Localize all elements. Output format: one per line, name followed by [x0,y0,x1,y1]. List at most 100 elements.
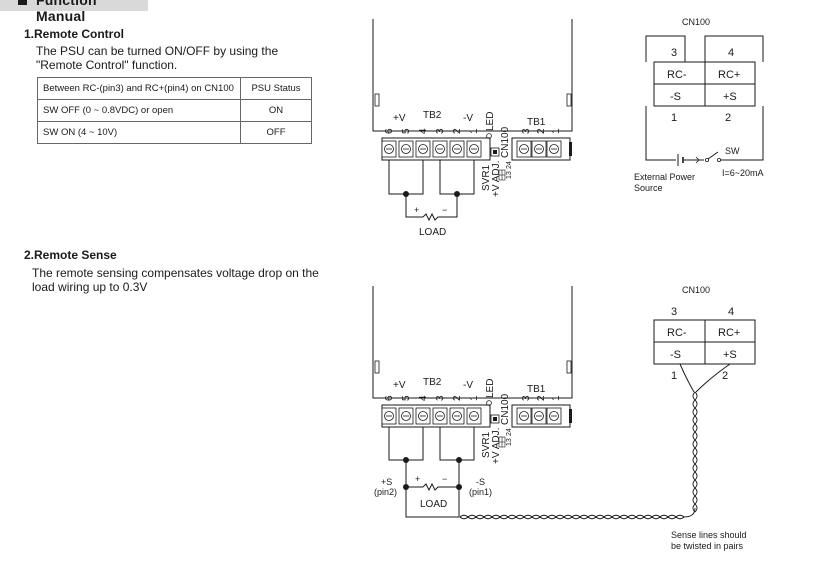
load-plus-label: + [415,474,420,484]
junction-dot [403,191,409,197]
tb2-pin-label: 5 [401,128,412,134]
junction-dot [456,484,462,490]
tb2-pin-label: 6 [384,128,395,134]
load-label: LOAD [420,499,447,510]
neg-v-label: -V [463,113,473,124]
pin-3-label: 3 [671,47,677,59]
load-minus-label: − [442,474,447,484]
rc-minus-cell: RC- [667,327,687,339]
pin-4-label: 4 [728,306,734,318]
tb1-pin-label: 3 [521,128,532,134]
psu-diagram-1: +V TB2 -V TB1 6 5 4 3 2 1 LED CN100 SVR1… [372,18,573,238]
tb1-screw-1 [546,140,562,158]
tb2-pin-label: 1 [469,128,480,134]
table-cell: SW ON (4 ~ 10V) [37,121,241,144]
svr1-label: SVR1 [481,431,492,458]
pin-2-label: 2 [725,112,731,124]
remote-control-table: Between RC-(pin3) and RC+(pin4) on CN100… [37,77,312,144]
rc-plus-cell: RC+ [718,327,740,339]
remote-control-desc-2: "Remote Control" function. [36,58,178,72]
pos-v-label: +V [393,380,406,391]
tb2-screw-4 [415,407,431,425]
s-minus-cell: -S [670,91,681,103]
junction-dot [456,457,462,463]
junction-dot [403,457,409,463]
s-minus-cell: -S [670,349,681,361]
table-row: SW OFF (0 ~ 0.8VDC) or open ON [37,99,312,122]
table-row: SW ON (4 ~ 10V) OFF [37,121,312,144]
twisted-note-2: be twisted in pairs [671,541,744,551]
load-wiring [388,160,475,222]
table-cell: OFF [240,121,312,144]
cn-pin-bottom-label: 24 [506,161,513,169]
led-icon [486,400,492,406]
tb2-screw-6 [381,407,397,425]
tb1-screw-3 [516,140,532,158]
rc-plus-cell: RC+ [718,69,740,81]
tb2-screw-3 [432,140,448,158]
tb2-pin-label: 5 [401,395,412,401]
tb1-pin-label: 2 [536,128,547,134]
twisted-wire [692,391,698,513]
tb2-screw-2 [449,140,465,158]
pin1-label: (pin1) [469,487,492,497]
tb2-pin-label: 4 [418,395,429,401]
tb1-pin-label: 3 [521,395,532,401]
ext-source-label-1: External Power [634,172,695,182]
twisted-wire [459,514,685,520]
tb2-screw-2 [449,407,465,425]
vadj-label: +V ADJ. [491,161,502,197]
tb2-label: TB2 [423,377,442,388]
cn-pin-top-label: 13 [506,171,513,179]
load-plus-label: + [414,205,419,215]
battery-icon [677,154,704,166]
junction-dot [454,191,460,197]
remote-control-desc-1: The PSU can be turned ON/OFF by using th… [36,44,279,58]
cn100-label: CN100 [500,126,511,158]
cn100-title: CN100 [682,285,710,295]
vadj-label: +V ADJ. [491,428,502,464]
remote-sense-desc-1: The remote sensing compensates voltage d… [32,266,319,280]
tb2-screw-3 [432,407,448,425]
tb1-screw-2 [531,140,547,158]
twisted-wire [692,391,698,513]
pin-2-label: 2 [722,370,728,382]
tb2-screw-5 [398,407,414,425]
current-label: I=6~20mA [722,168,764,178]
tb1-screw-3 [516,407,532,425]
cn100-label: CN100 [500,393,511,425]
tb2-pin-label: 6 [384,395,395,401]
header-bullet-icon [18,0,27,5]
remote-sense-title: 2.Remote Sense [24,248,117,262]
tb2-screw-1 [466,407,482,425]
tb2-label: TB2 [423,110,442,121]
pin-3-label: 3 [671,306,677,318]
tb2-pin-label: 2 [452,128,463,134]
sw-label: SW [725,146,740,156]
section-header: Function Manual [0,0,148,24]
s-minus-label: -S [476,477,485,487]
load-label: LOAD [419,227,446,238]
twisted-sense-lines [459,391,698,520]
tb1-label: TB1 [527,117,546,128]
load-minus-label: − [442,205,447,215]
tb1-pin-label: 2 [536,395,547,401]
tb1-screw-2 [531,407,547,425]
remote-control-title: 1.Remote Control [24,27,125,41]
tb2-pin-label: 3 [435,395,446,401]
svr1-label: SVR1 [481,164,492,191]
s-plus-label: +S [381,477,392,487]
tb2-screw-6 [381,140,397,158]
psu-diagram-2: +V TB2 -V TB1 6 5 4 3 2 1 LED CN100 SVR1… [372,285,573,518]
tb2-pin-label: 2 [452,395,463,401]
pin2-label: (pin2) [374,487,397,497]
led-label: LED [485,379,496,398]
switch-icon [705,151,722,162]
remote-sense-desc-2: load wiring up to 0.3V [32,280,148,294]
cn100-title: CN100 [682,17,710,27]
tb2-pin-label: 3 [435,128,446,134]
tb1-screw-1 [546,407,562,425]
cn100-connector-1: CN100 3 4 RC- RC+ -S +S 1 2 SW I=6~20mA … [634,17,764,193]
tb2-screw-5 [398,140,414,158]
